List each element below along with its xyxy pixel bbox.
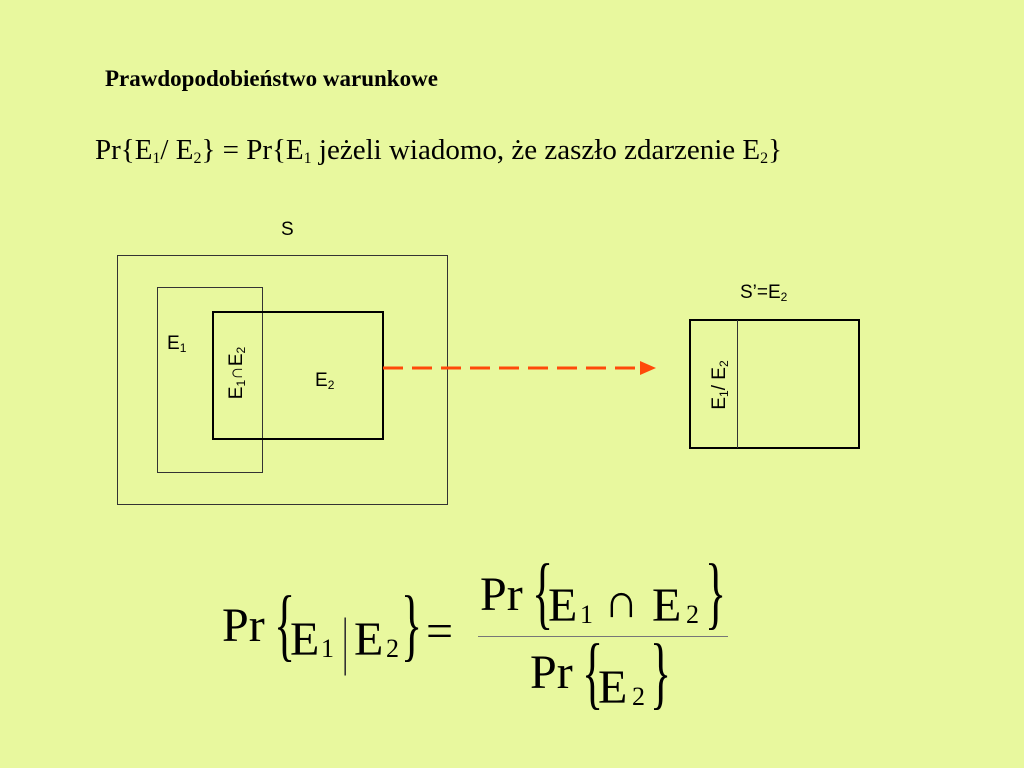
arrow-head bbox=[640, 361, 656, 375]
definition-sub: 1 bbox=[303, 150, 312, 167]
conditional-b-sub: 2 bbox=[717, 360, 731, 368]
sample-space-label: S bbox=[281, 219, 294, 240]
conditional-sep: / E bbox=[709, 367, 730, 391]
definition-part: jeżeli wiadomo, że zaszło zdarzenie E bbox=[311, 134, 761, 166]
numerator-pr: Pr bbox=[480, 568, 523, 621]
conditional-label: E1/ E2 bbox=[709, 337, 733, 433]
lhs-e1-sub: 1 bbox=[321, 634, 334, 663]
intersection-b: E bbox=[226, 353, 247, 367]
event-e1-box bbox=[157, 287, 263, 473]
numerator-open-brace: { bbox=[532, 549, 554, 637]
conditional-divider bbox=[737, 320, 738, 448]
fraction-bar bbox=[478, 636, 728, 637]
definition-part: / E bbox=[160, 134, 194, 166]
denominator-close-brace: } bbox=[650, 629, 672, 717]
intersection-a-sub: 1 bbox=[234, 379, 248, 387]
conditional-a: E bbox=[709, 396, 730, 410]
event-e2-label: E2 bbox=[315, 370, 334, 392]
numerator-e1-sub: 1 bbox=[580, 600, 593, 629]
definition-part: } = Pr{E bbox=[201, 134, 304, 166]
denominator-pr: Pr bbox=[530, 646, 573, 699]
e2-letter: E bbox=[315, 370, 328, 391]
intersection-b-sub: 2 bbox=[234, 346, 248, 354]
sprime-text: S’=E bbox=[740, 282, 781, 303]
lhs-e1: E bbox=[290, 613, 320, 666]
definition-part: Pr{E bbox=[95, 134, 153, 166]
sample-space-box bbox=[117, 255, 448, 505]
lhs-open-brace: { bbox=[274, 581, 296, 669]
lhs-close-brace: } bbox=[401, 581, 423, 669]
numerator-e2-sub: 2 bbox=[686, 600, 699, 629]
event-e1-label: E1 bbox=[167, 333, 186, 355]
intersection-a: E bbox=[226, 386, 247, 400]
lhs-given-bar: | bbox=[342, 605, 349, 676]
numerator-close-brace: } bbox=[705, 549, 727, 637]
lhs-e2-sub: 2 bbox=[386, 634, 399, 663]
lhs-pr: Pr bbox=[222, 599, 265, 652]
reduced-space-box bbox=[689, 319, 860, 449]
denominator-open-brace: { bbox=[582, 629, 604, 717]
denominator-e2-sub: 2 bbox=[632, 682, 645, 711]
reduced-space-label: S’=E2 bbox=[740, 282, 787, 304]
mapping-arrow bbox=[383, 361, 656, 375]
numerator-e2: E bbox=[652, 579, 682, 632]
definition-line: Pr{E1/ E2} = Pr{E1 jeżeli wiadomo, że za… bbox=[95, 134, 782, 167]
denominator-e2: E bbox=[598, 661, 628, 714]
definition-sub: 1 bbox=[152, 150, 161, 167]
numerator-cap: ∩ bbox=[604, 575, 639, 628]
e2-sub: 2 bbox=[327, 378, 335, 392]
slide-title: Prawdopodobieństwo warunkowe bbox=[105, 66, 438, 91]
definition-sub: 2 bbox=[760, 150, 769, 167]
e1-sub: 1 bbox=[179, 341, 187, 355]
lhs-e2: E bbox=[354, 613, 384, 666]
numerator-e1: E bbox=[548, 579, 578, 632]
definition-sub: 2 bbox=[193, 150, 202, 167]
intersection-symbol: ∩ bbox=[226, 366, 247, 380]
sprime-sub: 2 bbox=[780, 290, 788, 304]
event-e2-box bbox=[212, 311, 384, 440]
intersection-label: E1∩E2 bbox=[226, 323, 250, 423]
definition-part: } bbox=[768, 134, 783, 166]
e1-letter: E bbox=[167, 333, 180, 354]
equals-sign: = bbox=[426, 605, 454, 658]
conditional-a-sub: 1 bbox=[717, 390, 731, 397]
